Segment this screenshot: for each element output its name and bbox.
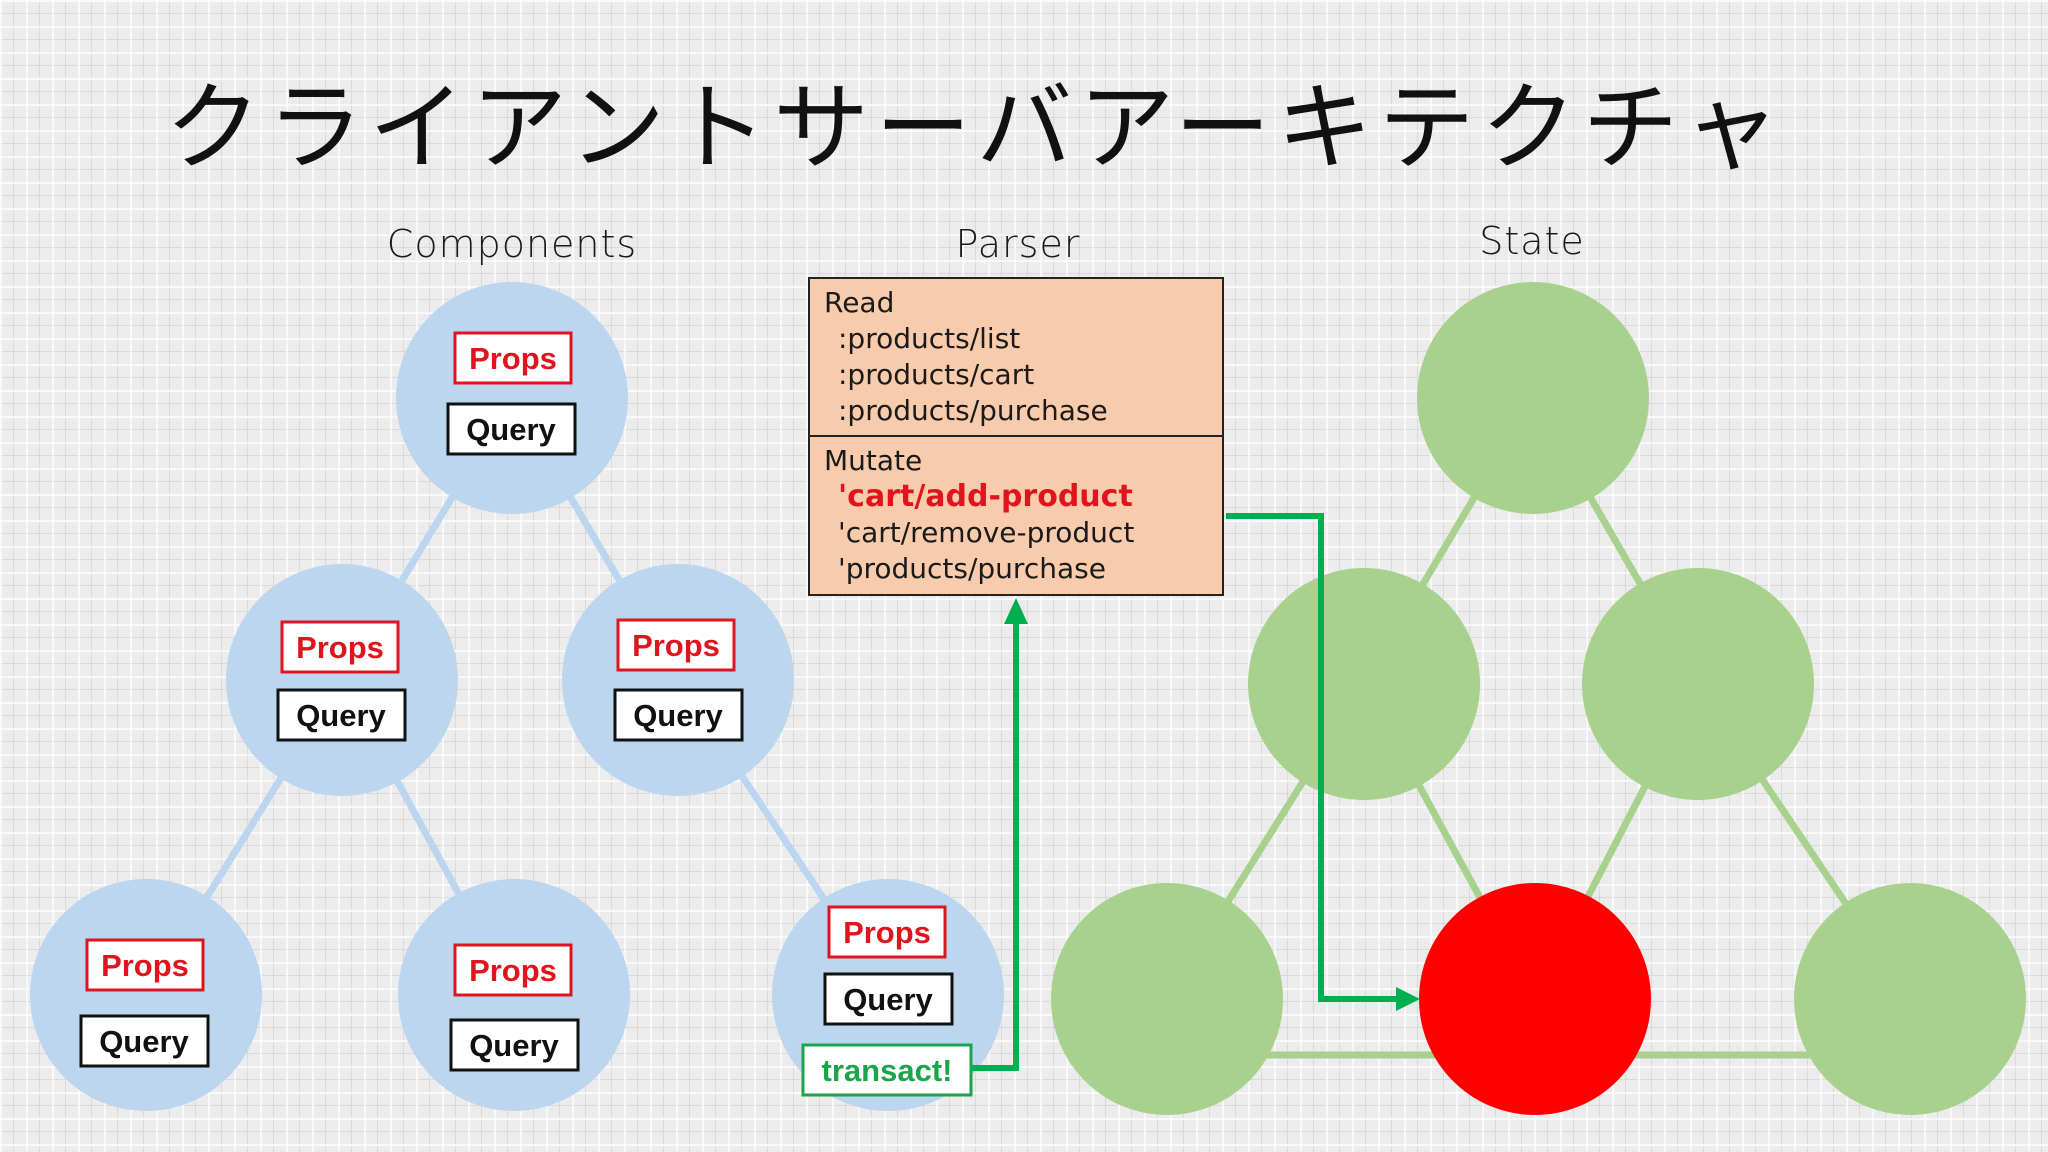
props-label: Props [296,630,384,665]
state-node [1794,883,2026,1115]
props-box [616,618,736,672]
heading-parser: Parser [955,222,1081,266]
transact-arrow-head [1004,598,1028,624]
component-leaf2-labels: Props Query [449,943,580,1072]
query-box [823,972,954,1026]
props-label: Props [101,948,189,983]
query-box [79,1014,210,1068]
component-left-labels: Props Query [276,620,407,742]
component-node [396,282,628,514]
props-box [827,905,947,959]
parser-read-item: :products/cart [838,358,1035,391]
props-box [453,331,573,385]
parser-read-label: Read [824,286,895,319]
component-node [30,879,262,1111]
query-label: Query [843,982,933,1017]
query-label: Query [99,1024,189,1059]
parser-read-section: Read :products/list :products/cart :prod… [810,279,1222,437]
query-label: Query [469,1028,559,1063]
parser-box: Read :products/list :products/cart :prod… [808,277,1224,596]
props-label: Props [469,953,557,988]
parser-mutate-label: Mutate [824,444,923,477]
query-box [276,688,407,742]
parser-mutate-item: 'cart/remove-product [838,516,1135,549]
heading-components: Components [386,222,638,266]
state-node [1248,568,1480,800]
parser-mutate-item: 'products/purchase [838,552,1106,585]
query-box [613,688,744,742]
transact-label: transact! [822,1053,953,1088]
props-label: Props [632,628,720,663]
slide-title: クライアントサーバアーキテクチャ [165,72,1786,184]
state-node-active [1419,883,1651,1115]
state-node [1051,883,1283,1115]
props-label: Props [469,341,557,376]
component-node [226,564,458,796]
state-node [1582,568,1814,800]
props-box [280,620,400,674]
component-leaf3-labels: Props Query transact! [801,905,973,1097]
query-label: Query [633,698,723,733]
query-label: Query [466,412,556,447]
component-root-labels: Props Query [446,331,577,456]
component-node [562,564,794,796]
query-box [446,402,577,456]
state-node [1417,282,1649,514]
mutate-arrow [1226,513,1398,1002]
props-box [453,943,573,997]
parser-mutate-section: Mutate 'cart/add-product 'cart/remove-pr… [810,437,1222,596]
transact-arrow [971,622,1019,1071]
parser-read-item: :products/purchase [838,394,1108,427]
state-nodes [1051,282,2026,1115]
heading-state: State [1479,219,1585,263]
component-leaf1-labels: Props Query [79,938,210,1068]
parser-read-item: :products/list [838,322,1021,355]
query-box [449,1018,580,1072]
query-label: Query [296,698,386,733]
props-label: Props [843,915,931,950]
parser-mutate-item: 'cart/add-product [838,479,1133,514]
mutate-arrow-head [1396,987,1420,1011]
props-box [85,938,205,992]
component-right-labels: Props Query [613,618,744,742]
